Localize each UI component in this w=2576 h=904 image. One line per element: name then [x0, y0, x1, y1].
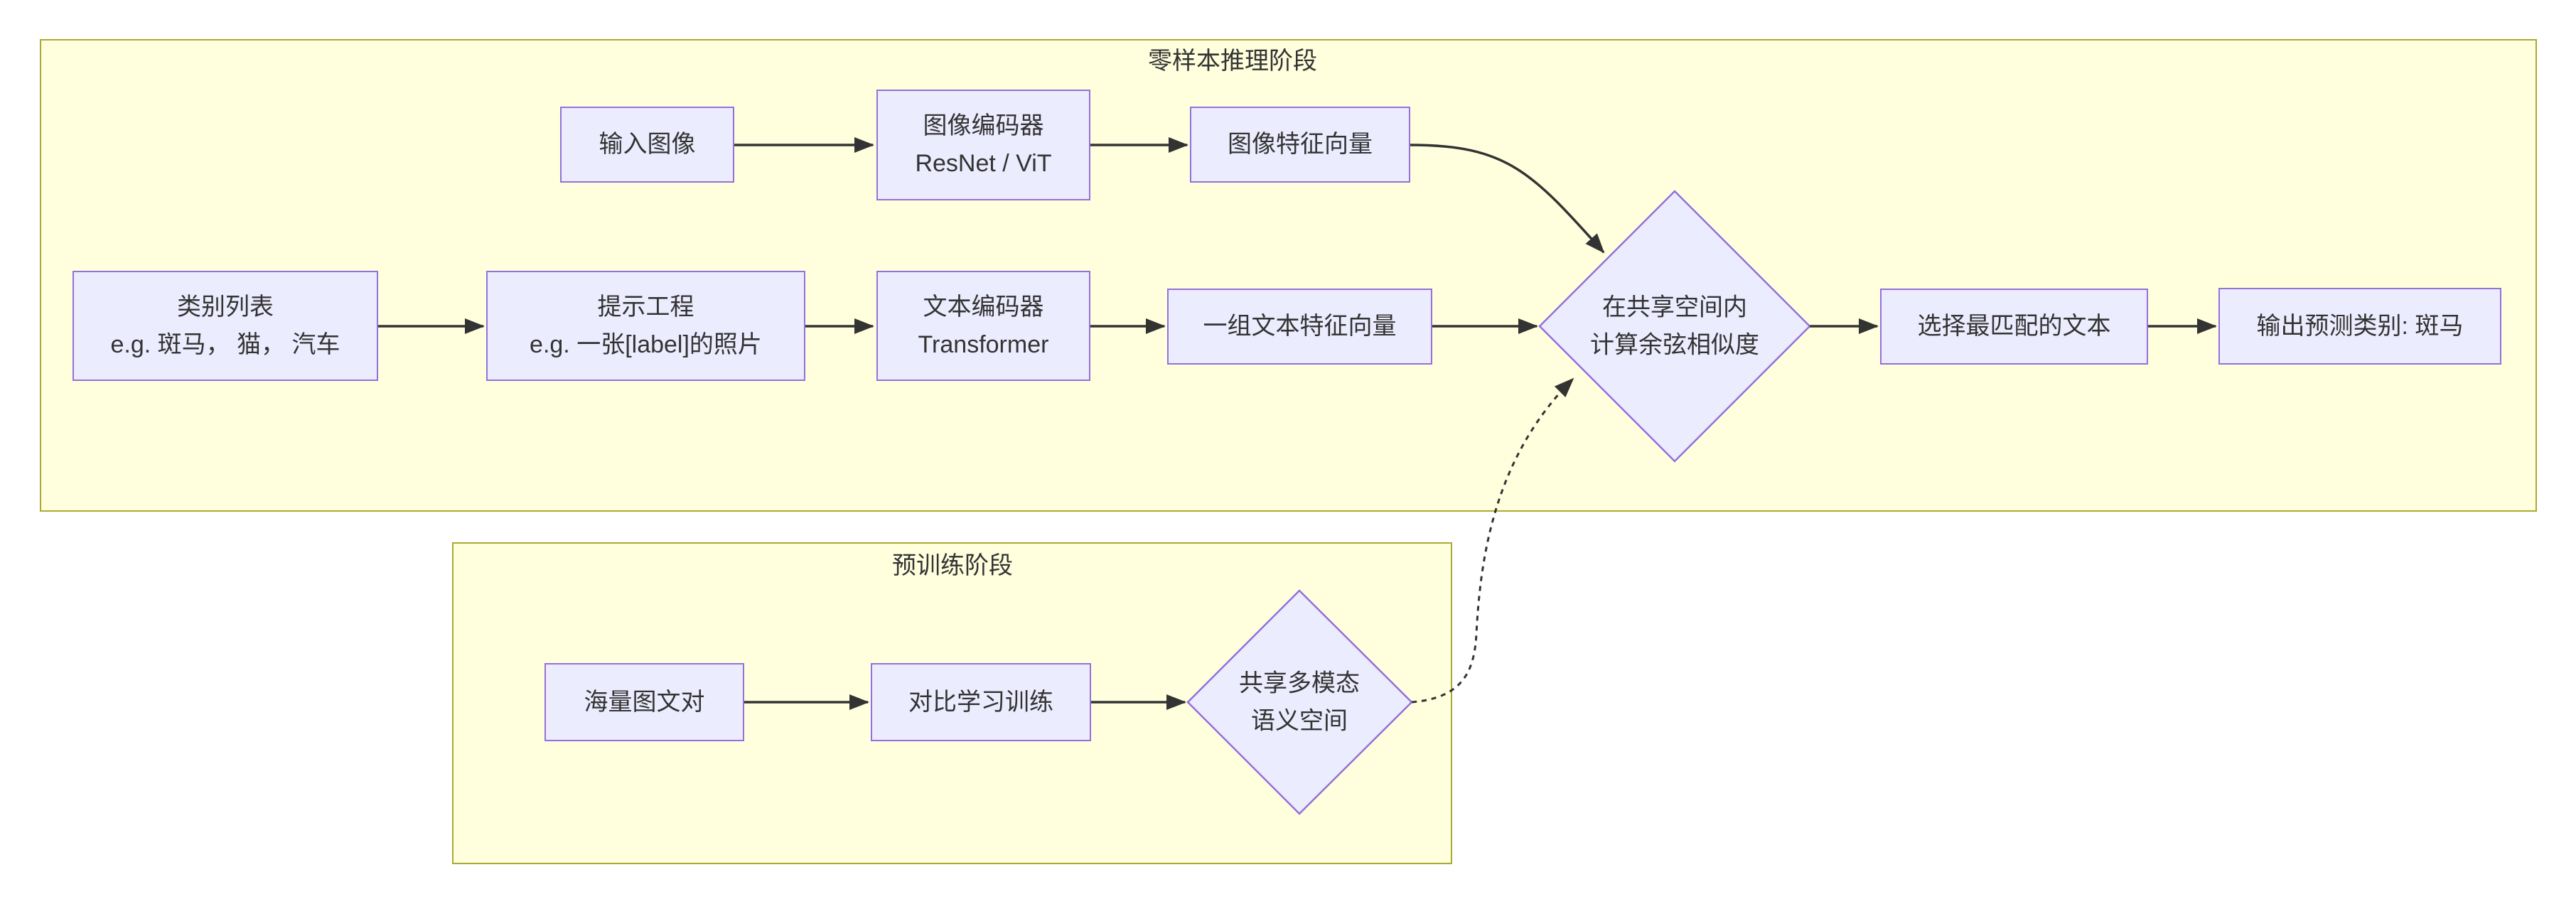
node-label: 图像特征向量 [1228, 131, 1373, 158]
inference-stage-title: 零样本推理阶段 [1148, 48, 1317, 75]
node-label: 在共享空间内 [1602, 294, 1747, 321]
node-text-feature-vectors: 一组文本特征向量 [1167, 289, 1432, 365]
node-label: 海量图文对 [584, 688, 705, 716]
node-text-encoder: 文本编码器 Transformer [876, 271, 1090, 381]
node-label: Transformer [918, 330, 1049, 358]
node-label: 图像编码器 [923, 112, 1044, 140]
node-output-prediction: 输出预测类别: 斑马 [2218, 288, 2501, 365]
node-prompt-engineering: 提示工程 e.g. 一张[label]的照片 [486, 271, 805, 381]
pretrain-stage-title: 预训练阶段 [892, 552, 1013, 579]
node-label: 输出预测类别: 斑马 [2256, 312, 2464, 340]
node-label: ResNet / ViT [915, 150, 1052, 177]
node-image-text-pairs: 海量图文对 [544, 663, 744, 741]
node-label: 选择最匹配的文本 [1917, 313, 2111, 340]
node-label: 类别列表 [177, 293, 274, 321]
node-label: e.g. 一张[label]的照片 [530, 330, 762, 358]
similarity-diamond-label: 在共享空间内 计算余弦相似度 [1590, 289, 1759, 363]
node-label: 文本编码器 [923, 293, 1044, 321]
node-input-image: 输入图像 [560, 107, 734, 183]
node-label: e.g. 斑马， 猫， 汽车 [110, 330, 340, 358]
node-label: 提示工程 [597, 293, 694, 321]
node-label: 语义空间 [1251, 707, 1348, 734]
node-category-list: 类别列表 e.g. 斑马， 猫， 汽车 [73, 271, 378, 381]
node-contrastive-training: 对比学习训练 [871, 663, 1091, 741]
node-select-best-text: 选择最匹配的文本 [1880, 289, 2148, 365]
node-label: 输入图像 [599, 131, 696, 158]
node-label: 一组文本特征向量 [1203, 313, 1397, 340]
node-label: 对比学习训练 [908, 688, 1053, 716]
node-label: 共享多模态 [1239, 669, 1360, 697]
shared-space-diamond-label: 共享多模态 语义空间 [1239, 664, 1360, 739]
node-image-encoder: 图像编码器 ResNet / ViT [876, 90, 1090, 200]
node-label: 计算余弦相似度 [1590, 331, 1759, 358]
node-image-feature-vector: 图像特征向量 [1190, 107, 1410, 183]
